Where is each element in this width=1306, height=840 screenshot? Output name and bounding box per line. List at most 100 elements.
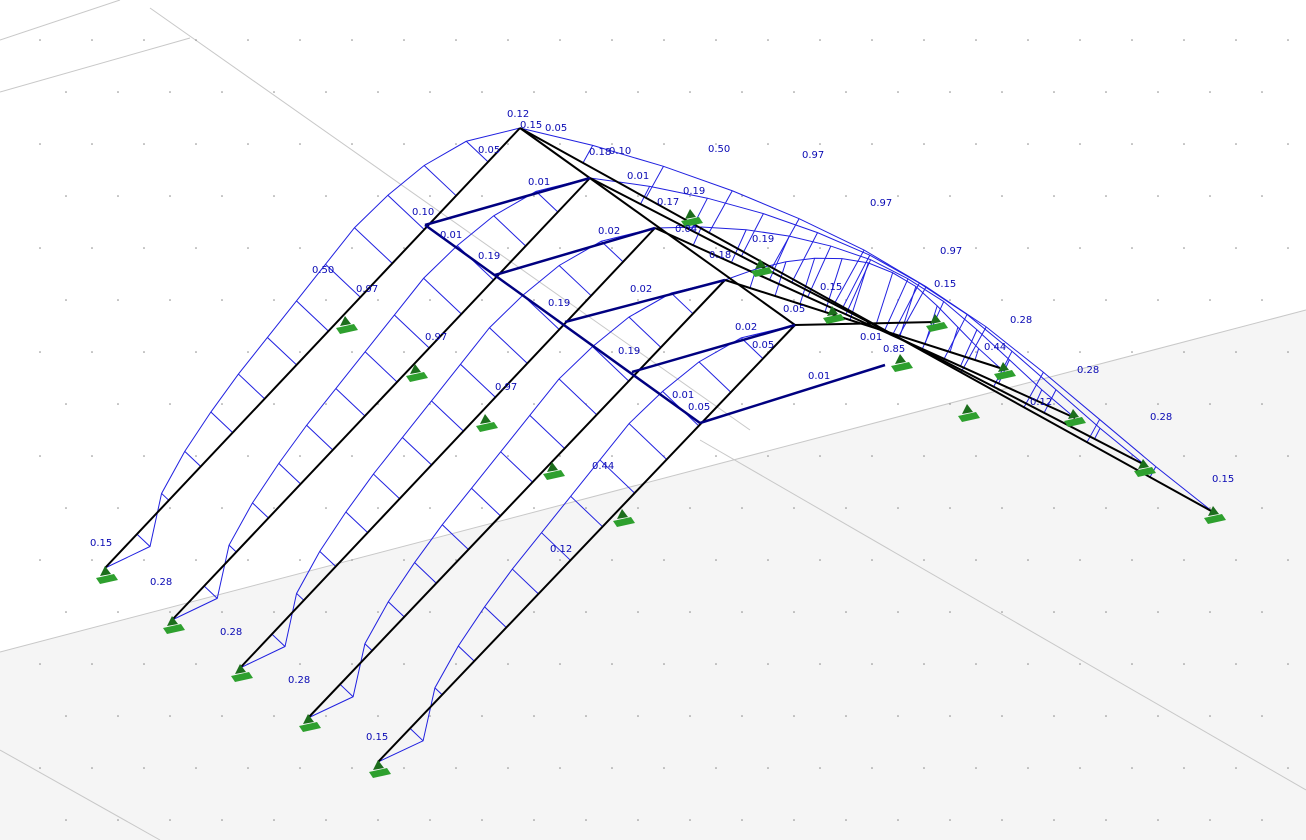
grid-dot — [949, 299, 951, 301]
rafter-diagram-ordinate — [740, 213, 764, 257]
grid-dot — [91, 39, 93, 41]
grid-dot — [325, 195, 327, 197]
result-value-label: 0.19 — [478, 251, 500, 262]
fixed-support-icon — [231, 664, 253, 682]
grid-dot — [169, 507, 171, 509]
grid-dot — [637, 403, 639, 405]
result-value-label: 0.04 — [675, 224, 697, 235]
grid-dot — [403, 351, 405, 353]
grid-dot — [1209, 611, 1211, 613]
rafter-diagram-ordinate — [730, 229, 747, 263]
grid-dot — [377, 195, 379, 197]
rafter-diagram-ordinate — [774, 261, 787, 297]
grid-dot — [351, 143, 353, 145]
rafter-diagram-ordinate — [799, 258, 816, 305]
fixed-support-icon — [543, 462, 565, 480]
rafter-diagram-ordinate — [136, 533, 151, 547]
grid-dot — [91, 351, 93, 353]
grid-dot — [1079, 767, 1081, 769]
grid-dot — [221, 299, 223, 301]
grid-dot — [39, 663, 41, 665]
grid-dot — [143, 351, 145, 353]
grid-dot — [351, 767, 353, 769]
rafter-diagram-ordinate — [628, 316, 662, 348]
grid-dot — [1079, 39, 1081, 41]
grid-dot — [169, 91, 171, 93]
rafter-diagram-ordinate — [645, 166, 664, 199]
grid-dot — [1183, 767, 1185, 769]
grid-dot — [1131, 351, 1133, 353]
support-cone — [962, 404, 973, 414]
grid-dot — [975, 143, 977, 145]
grid-dot — [871, 663, 873, 665]
support-base — [751, 267, 773, 277]
rafter-diagram-ordinate — [161, 493, 170, 501]
result-value-label: 0.28 — [220, 627, 242, 638]
grid-dot — [897, 195, 899, 197]
grid-dot — [221, 195, 223, 197]
rafter-diagram-ordinate — [335, 388, 366, 417]
rafter-diagram-ordinate — [670, 292, 694, 315]
grid-dot — [299, 767, 301, 769]
grid-dot — [169, 611, 171, 613]
grid-dot — [637, 611, 639, 613]
grid-dot — [273, 299, 275, 301]
grid-dot — [533, 611, 535, 613]
support-cone — [617, 509, 628, 519]
grid-dot — [91, 247, 93, 249]
result-value-label: 0.12 — [550, 544, 572, 555]
grid-dot — [195, 247, 197, 249]
grid-dot — [533, 715, 535, 717]
fixed-support-icon — [681, 209, 703, 227]
fixed-support-icon — [96, 566, 118, 584]
result-value-label: 0.97 — [870, 198, 892, 209]
grid-dot — [195, 455, 197, 457]
grid-dot — [1079, 559, 1081, 561]
grid-dot — [897, 403, 899, 405]
rafter-member — [307, 279, 726, 719]
grid-dot — [1105, 195, 1107, 197]
grid-dot — [247, 351, 249, 353]
grid-points — [39, 39, 1289, 821]
grid-dot — [273, 507, 275, 509]
result-value-label: 0.15 — [934, 279, 956, 290]
support-cone — [340, 316, 351, 326]
result-value-label: 0.10 — [412, 207, 434, 218]
grid-dot — [663, 663, 665, 665]
grid-dot — [429, 819, 431, 821]
grid-dot — [39, 767, 41, 769]
rafter-diagram-ordinate — [1094, 428, 1101, 440]
grid-dot — [845, 403, 847, 405]
rafter-diagram-ordinate — [628, 423, 668, 460]
grid-dot — [429, 715, 431, 717]
result-value-label: 0.50 — [312, 265, 334, 276]
result-value-label: 0.05 — [545, 123, 567, 134]
grid-dot — [143, 39, 145, 41]
grid-dot — [689, 91, 691, 93]
grid-dot — [1001, 91, 1003, 93]
fixed-support-icon — [994, 362, 1016, 380]
grid-dot — [637, 299, 639, 301]
grid-dot — [507, 559, 509, 561]
grid-dot — [1053, 299, 1055, 301]
grid-dot — [455, 39, 457, 41]
result-value-label: 0.97 — [425, 332, 447, 343]
grid-dot — [91, 455, 93, 457]
rafter-diagram-ordinate — [228, 544, 237, 553]
grid-dot — [377, 611, 379, 613]
grid-dot — [1053, 611, 1055, 613]
grid-dot — [455, 351, 457, 353]
rafter-diagram-ordinate — [364, 351, 398, 383]
grid-dot — [559, 455, 561, 457]
rafter-diagram-ordinate — [431, 400, 464, 432]
grid-dot — [1261, 403, 1263, 405]
grid-dot — [1027, 559, 1029, 561]
grid-dot — [1209, 507, 1211, 509]
grid-dot — [793, 611, 795, 613]
grid-dot — [819, 39, 821, 41]
support-cone — [998, 362, 1009, 372]
grid-dot — [897, 611, 899, 613]
grid-dot — [585, 507, 587, 509]
result-value-label: 0.15 — [820, 282, 842, 293]
